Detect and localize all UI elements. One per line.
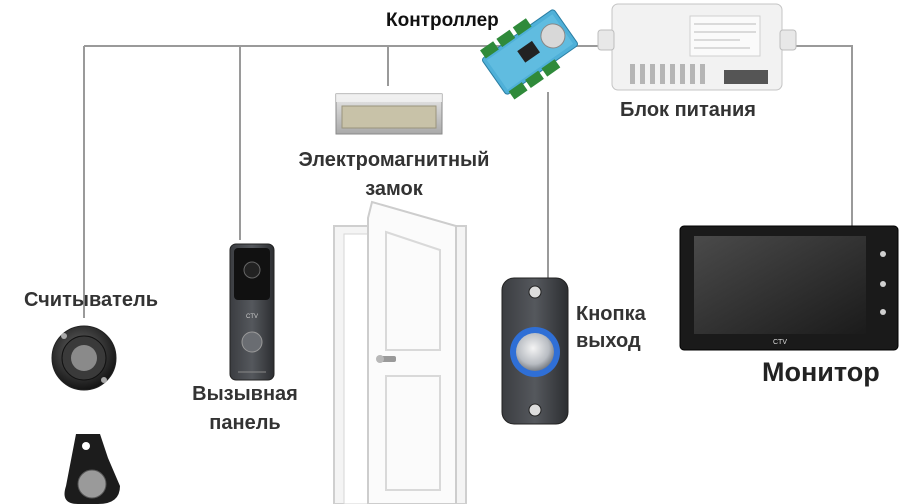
power-supply-device xyxy=(597,3,797,91)
label-controller: Контроллер xyxy=(386,10,499,31)
controller-device xyxy=(480,9,578,100)
reader-device xyxy=(51,325,117,391)
panel-brand-mark: CTV xyxy=(246,314,258,320)
label-exit-button: Кнопка выход xyxy=(576,303,646,352)
label-call-panel: Вызывная панель xyxy=(192,383,298,434)
label-monitor: Монитор xyxy=(762,357,880,387)
call-panel-device: CTV xyxy=(229,243,275,381)
exit-button-device xyxy=(501,277,569,425)
monitor-brand-mark: CTV xyxy=(773,339,787,346)
label-reader: Считыватель xyxy=(24,289,159,311)
key-fob-device xyxy=(64,434,120,504)
label-power-supply: Блок питания xyxy=(620,99,756,121)
door-device xyxy=(333,200,467,504)
wire-psu-to-monitor xyxy=(782,45,853,226)
magnetic-lock-device xyxy=(335,93,443,135)
label-magnetic-lock: Электромагнитный замок xyxy=(298,149,490,200)
wires xyxy=(83,45,853,318)
monitor-device: CTV xyxy=(679,225,899,351)
